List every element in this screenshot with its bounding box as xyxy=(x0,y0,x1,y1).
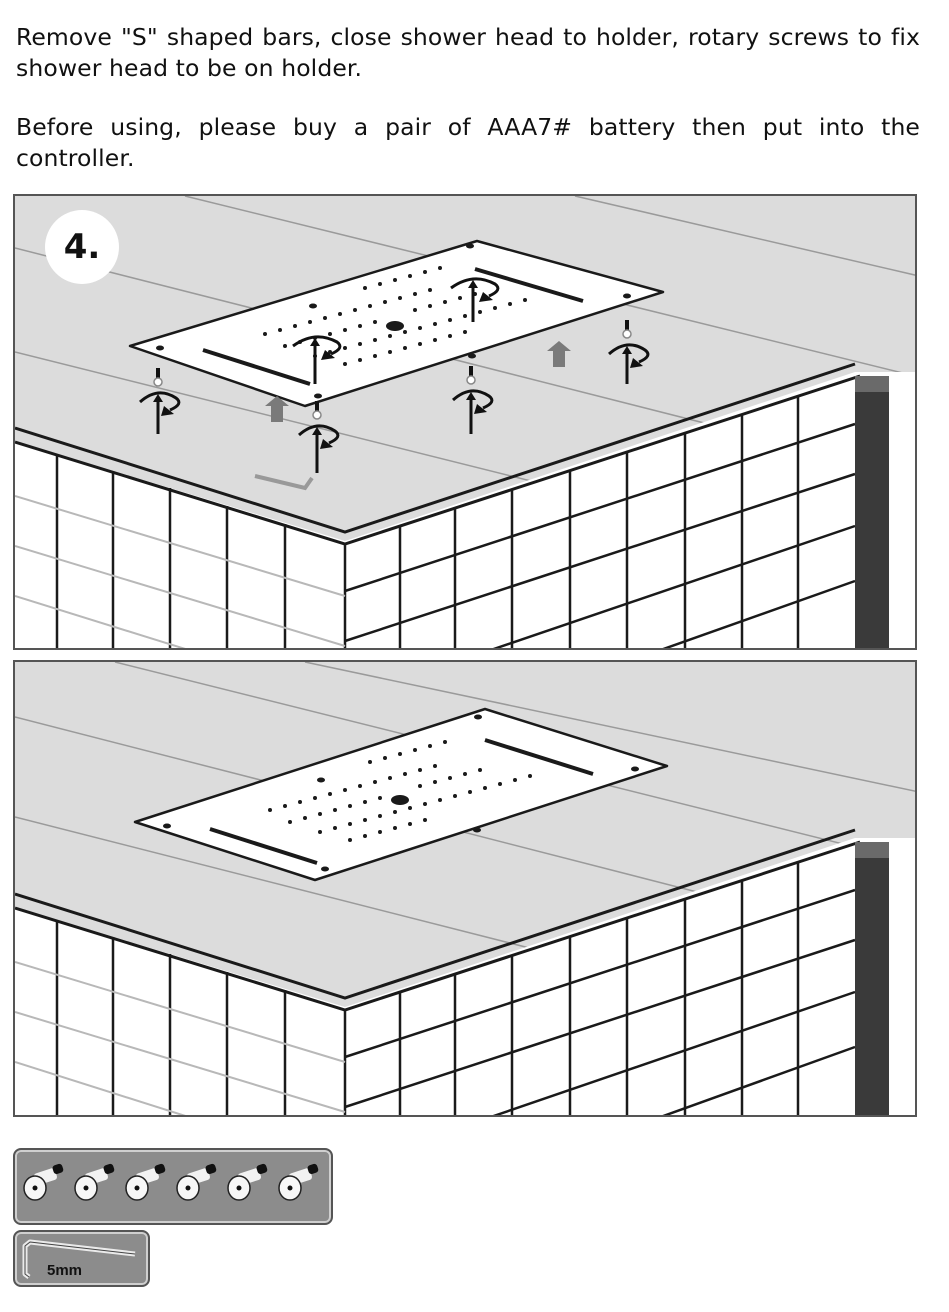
screw-icons xyxy=(23,1162,320,1201)
allen-key-size-label: 5mm xyxy=(47,1262,83,1279)
step-number-badge: 4. xyxy=(45,210,119,284)
step-illustration xyxy=(15,196,915,648)
allen-key-icon xyxy=(22,1239,136,1279)
instruction-paragraph-2: Before using, please buy a pair of AAA7#… xyxy=(16,113,920,172)
instruction-paragraph-1: Remove "S" shaped bars, close shower hea… xyxy=(16,23,920,82)
result-figure xyxy=(13,660,917,1117)
nozzle-grid xyxy=(263,266,527,366)
result-illustration xyxy=(15,662,915,1115)
allen-key-kit: 5mm xyxy=(13,1230,150,1287)
step-figure: 4. xyxy=(13,194,917,650)
screws-kit xyxy=(13,1148,333,1225)
